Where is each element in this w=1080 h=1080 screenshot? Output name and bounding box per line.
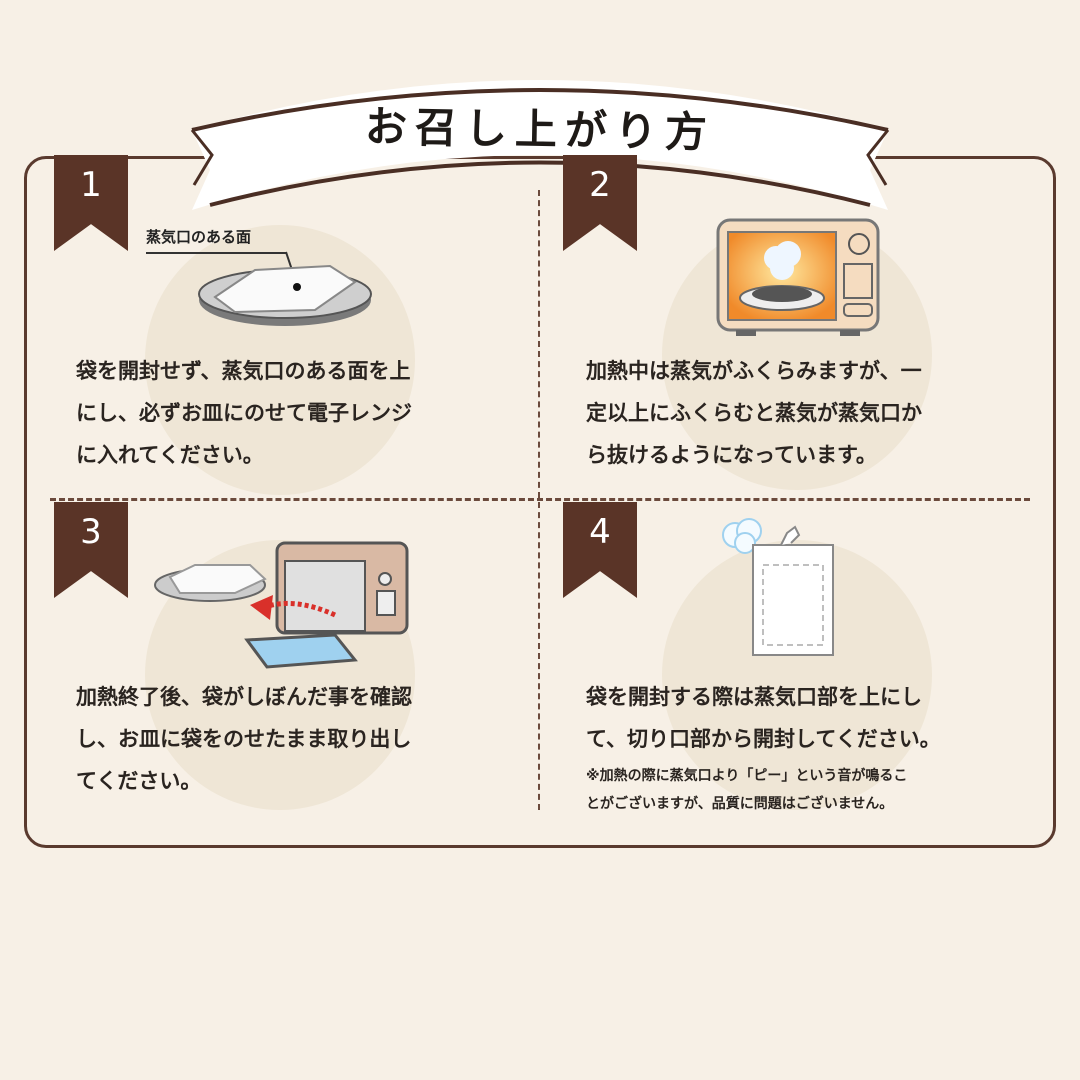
step-4-text: 袋を開封する際は蒸気口部を上にし て、切り口部から開封してください。 (586, 676, 1026, 760)
ribbon-banner (190, 80, 890, 210)
step-3-line: し、お皿に袋をのせたまま取り出し (76, 727, 412, 751)
step-3-line: てください。 (76, 769, 202, 793)
pouch-on-plate-icon (198, 251, 372, 326)
step-4-note: ※加熱の際に蒸気口より「ピー」という音が鳴るこ とがございますが、品質に問題はご… (586, 762, 1026, 818)
note-line: ※加熱の際に蒸気口より「ピー」という音が鳴るこ (586, 768, 908, 784)
step-4-line: て、切り口部から開封してください。 (586, 727, 941, 751)
note-line: とがございますが、品質に問題はございません。 (586, 796, 894, 812)
step-1-line: にし、必ずお皿にのせて電子レンジ (76, 401, 412, 425)
step-3-text: 加熱終了後、袋がしぼんだ事を確認 し、お皿に袋をのせたまま取り出し てください。 (76, 676, 516, 802)
step-1-line: に入れてください。 (76, 443, 264, 467)
remove-from-microwave-icon (154, 541, 409, 669)
open-pouch-icon (722, 518, 834, 656)
step-1-line: 袋を開封せず、蒸気口のある面を上 (76, 359, 411, 383)
step-2-line: 定以上にふくらむと蒸気が蒸気口か (586, 401, 922, 425)
step-2-text: 加熱中は蒸気がふくらみますが、一 定以上にふくらむと蒸気が蒸気口か ら抜けるよう… (586, 350, 1026, 476)
instructions-frame (24, 156, 1056, 848)
label-leader-line (146, 252, 286, 254)
microwave-steam-icon (716, 218, 880, 336)
step-2-line: ら抜けるようになっています。 (586, 443, 877, 467)
page-title: お召し上がり方 (364, 101, 716, 158)
step-4-number: 4 (589, 512, 611, 552)
step-4-line: 袋を開封する際は蒸気口部を上にし (586, 685, 922, 709)
step-1-text: 袋を開封せず、蒸気口のある面を上 にし、必ずお皿にのせて電子レンジ に入れてくだ… (76, 350, 516, 476)
step-1-number: 1 (80, 165, 102, 205)
horizontal-divider (50, 498, 1030, 501)
step-2-line: 加熱中は蒸気がふくらみますが、一 (586, 359, 922, 383)
step-3-line: 加熱終了後、袋がしぼんだ事を確認 (76, 685, 412, 709)
step-2-badge: 2 (563, 155, 637, 251)
step-3-number: 3 (80, 512, 102, 552)
steam-vent-label: 蒸気口のある面 (146, 228, 252, 246)
step-2-number: 2 (589, 165, 611, 205)
